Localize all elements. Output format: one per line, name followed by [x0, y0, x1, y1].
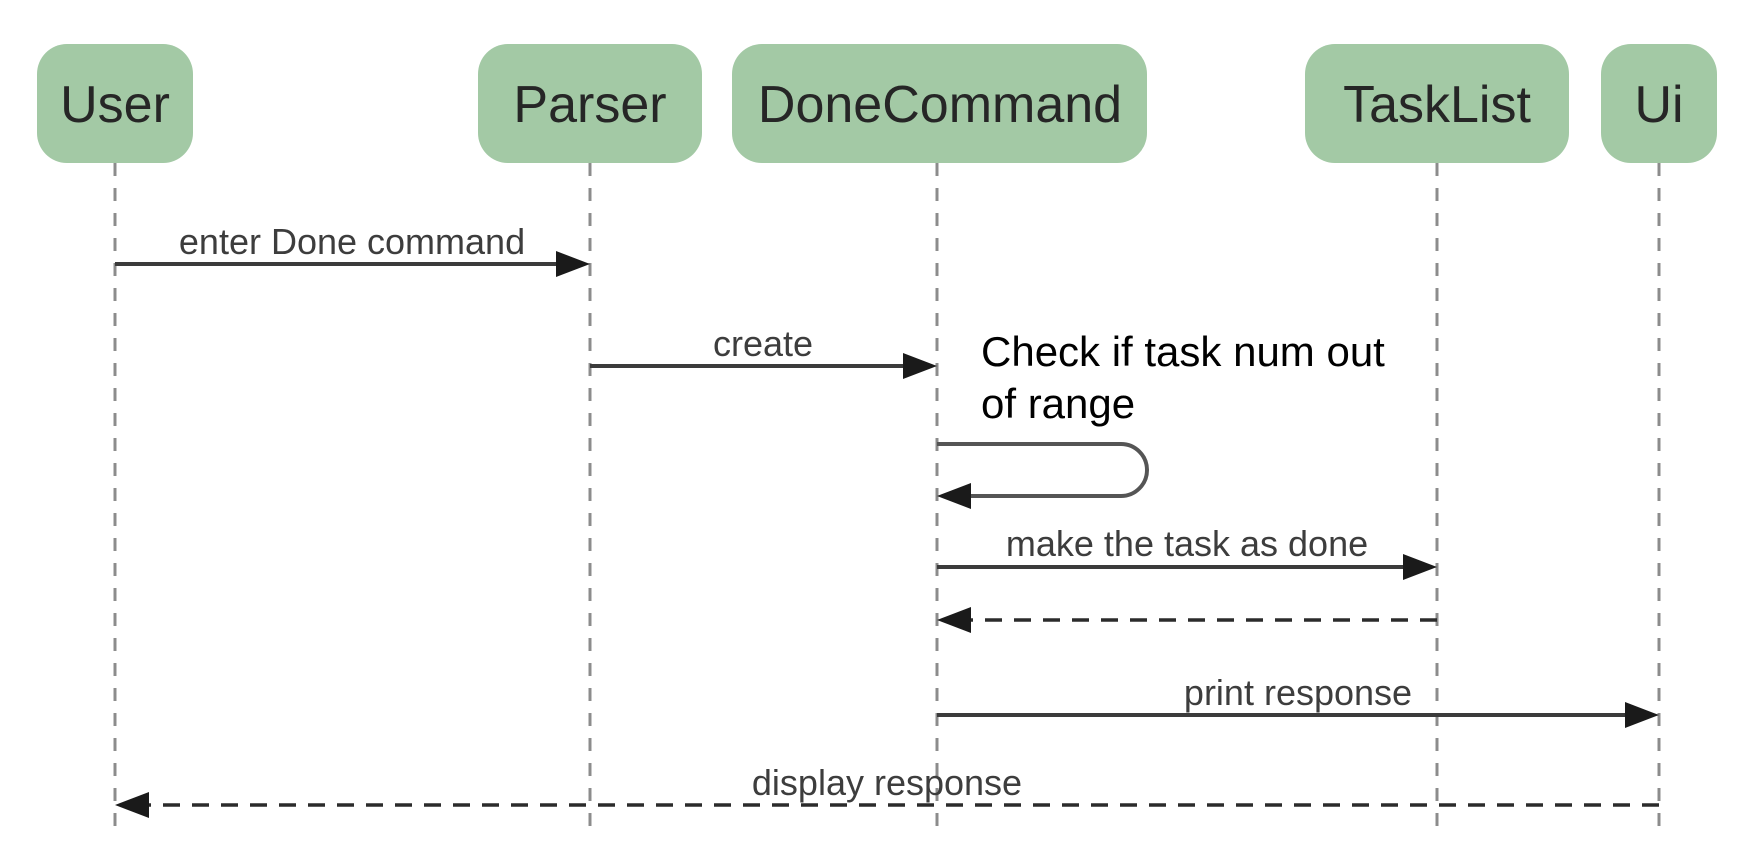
self-message-check-range: Check if task num out of range: [937, 328, 1385, 509]
arrowhead-left-icon: [937, 607, 971, 633]
participant-tasklist: TaskList: [1305, 44, 1569, 163]
arrowhead-left-icon: [115, 792, 149, 818]
message-label-print-response: print response: [1184, 672, 1412, 713]
message-label-display-response: display response: [752, 762, 1022, 803]
participant-user: User: [37, 44, 193, 163]
message-return-tasklist: [937, 607, 1437, 633]
message-create: create: [590, 323, 937, 379]
participant-ui: Ui: [1601, 44, 1717, 163]
participant-donecommand: DoneCommand: [732, 44, 1147, 163]
message-print-response: print response: [937, 672, 1659, 728]
self-message-label-line1: Check if task num out: [981, 328, 1385, 375]
participant-parser: Parser: [478, 44, 702, 163]
arrowhead-right-icon: [1403, 554, 1437, 580]
self-message-label-line2: of range: [981, 380, 1135, 427]
participant-box-tasklist: [1305, 44, 1569, 163]
participant-label-ui: Ui: [1634, 76, 1683, 134]
participant-box-parser: [478, 44, 702, 163]
participant-label-donecommand: DoneCommand: [758, 76, 1122, 134]
participant-box-donecommand: [732, 44, 1147, 163]
participant-box-user: [37, 44, 193, 163]
arrowhead-left-icon: [937, 483, 971, 509]
message-label-create: create: [713, 323, 813, 364]
message-label-enter-done-command: enter Done command: [179, 221, 525, 262]
arrowhead-right-icon: [556, 251, 590, 277]
message-display-response: display response: [115, 762, 1659, 818]
message-enter-done-command: enter Done command: [115, 221, 590, 277]
message-label-make-task-done: make the task as done: [1006, 523, 1368, 564]
arrowhead-right-icon: [903, 353, 937, 379]
participant-label-tasklist: TaskList: [1343, 76, 1531, 134]
message-make-task-done: make the task as done: [937, 523, 1437, 580]
self-message-loop-line: [937, 442, 1149, 498]
participant-label-parser: Parser: [513, 76, 666, 134]
arrowhead-right-icon: [1625, 702, 1659, 728]
participant-box-ui: [1601, 44, 1717, 163]
participant-label-user: User: [60, 76, 170, 134]
